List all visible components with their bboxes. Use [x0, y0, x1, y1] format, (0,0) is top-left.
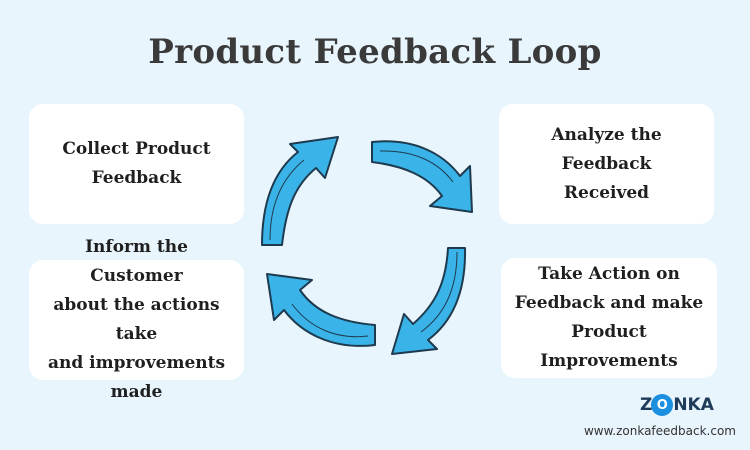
zonka-logo: Z O NKA — [640, 392, 714, 418]
step-analyze-card: Analyze the Feedback Received — [499, 104, 714, 224]
logo-o-icon: O — [651, 394, 674, 416]
step-analyze-label: Analyze the Feedback Received — [551, 124, 662, 203]
step-action-label: Take Action on Feedback and make Product… — [514, 264, 704, 371]
step-collect-card: Collect Product Feedback — [29, 104, 244, 224]
step-action-card: Take Action on Feedback and make Product… — [501, 258, 717, 378]
website-url: www.zonkafeedback.com — [583, 424, 736, 438]
step-inform-card: Inform the Customer about the actions ta… — [29, 237, 244, 402]
logo-letter: Z — [640, 395, 653, 415]
arrow-down-left-icon — [391, 247, 467, 355]
logo-text: NKA — [673, 395, 714, 415]
arrow-right-down-icon — [371, 140, 473, 213]
step-inform-label: Inform the Customer about the actions ta… — [47, 237, 226, 402]
step-collect-label: Collect Product Feedback — [62, 139, 211, 188]
arrow-left-up-icon — [266, 273, 376, 347]
arrow-up-icon — [261, 136, 339, 246]
page-title: Product Feedback Loop — [148, 32, 602, 72]
